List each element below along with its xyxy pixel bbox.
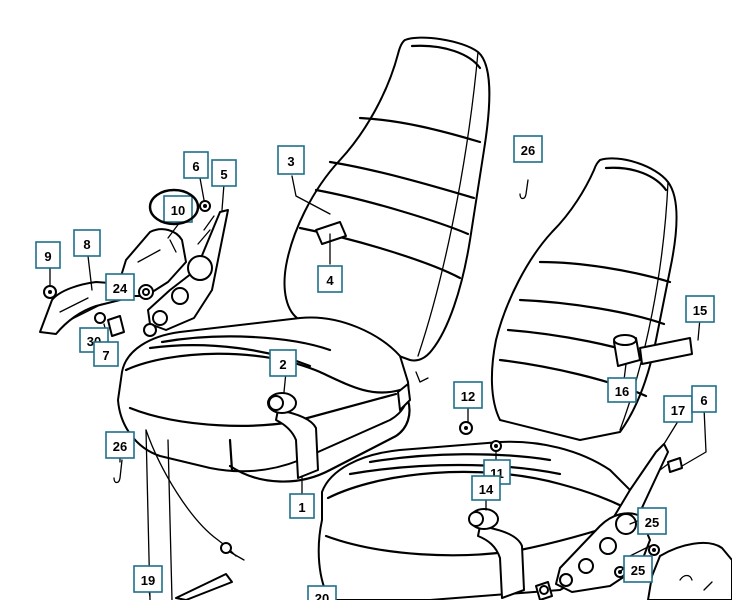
cushion-strap-right <box>468 508 525 599</box>
svg-text:20: 20 <box>315 591 329 600</box>
nut-25-upper <box>648 544 660 556</box>
callout-15: 15 <box>685 295 715 323</box>
bolt-11 <box>490 440 502 452</box>
svg-text:15: 15 <box>693 303 707 318</box>
svg-text:9: 9 <box>44 249 51 264</box>
callout-6-right: 6 <box>691 385 717 413</box>
side-cover-right <box>647 541 732 600</box>
callout-24: 24 <box>105 273 135 301</box>
svg-text:17: 17 <box>671 403 685 418</box>
highlight-circle <box>148 188 200 226</box>
bushing-30 <box>94 312 125 337</box>
callout-19: 19 <box>133 565 163 593</box>
callout-25-upper: 25 <box>637 507 667 535</box>
callout-4: 4 <box>317 265 343 293</box>
headrest-bushing-left <box>315 221 347 245</box>
callout-1: 1 <box>289 493 315 519</box>
bolt-6-top <box>199 200 211 212</box>
callout-5: 5 <box>211 159 237 187</box>
hook-26-left <box>113 459 123 484</box>
callout-3: 3 <box>277 145 305 175</box>
callout-14: 14 <box>471 475 501 501</box>
cushion-strap-left <box>267 392 319 479</box>
svg-text:6: 6 <box>700 393 707 408</box>
svg-text:24: 24 <box>113 281 128 296</box>
callout-10-circled: 10 <box>148 188 200 226</box>
bolt-12 <box>459 421 473 435</box>
svg-text:5: 5 <box>220 167 227 182</box>
callout-12: 12 <box>453 381 483 409</box>
callout-20: 20 <box>307 585 337 600</box>
callout-7: 7 <box>93 341 119 367</box>
right-seat-backrest <box>490 157 678 441</box>
svg-text:8: 8 <box>83 237 90 252</box>
hook-26-right <box>519 179 529 200</box>
svg-text:6: 6 <box>192 159 199 174</box>
callout-6-top: 6 <box>183 151 209 179</box>
callout-2: 2 <box>269 349 297 377</box>
rear-leg-right <box>535 581 553 600</box>
svg-text:4: 4 <box>326 273 334 288</box>
svg-text:19: 19 <box>141 573 155 588</box>
callout-17: 17 <box>663 395 693 423</box>
callout-8: 8 <box>73 229 101 257</box>
bolt-6-right <box>667 457 683 473</box>
svg-text:3: 3 <box>287 154 294 169</box>
callout-26-left: 26 <box>105 431 135 459</box>
recliner-bracket-5 <box>143 209 229 337</box>
svg-text:26: 26 <box>113 439 127 454</box>
bolt-9 <box>43 285 57 299</box>
svg-text:10: 10 <box>171 203 185 218</box>
release-cable-19 <box>145 429 245 600</box>
svg-text:26: 26 <box>521 143 535 158</box>
callout-26-top: 26 <box>513 135 543 163</box>
headrest-guide-16 <box>613 334 641 367</box>
svg-text:25: 25 <box>631 563 645 578</box>
seat-belt-buckle-15 <box>639 337 693 365</box>
svg-text:7: 7 <box>102 348 109 363</box>
callout-25-lower: 25 <box>623 555 653 583</box>
svg-text:25: 25 <box>645 515 659 530</box>
svg-text:1: 1 <box>298 500 305 515</box>
nut-24 <box>138 284 154 300</box>
svg-text:16: 16 <box>615 384 629 399</box>
svg-text:12: 12 <box>461 389 475 404</box>
callout-16: 16 <box>607 377 637 403</box>
callout-9: 9 <box>35 241 61 269</box>
svg-text:14: 14 <box>479 482 494 497</box>
svg-text:2: 2 <box>279 357 286 372</box>
rear-bracket-left <box>397 383 411 411</box>
